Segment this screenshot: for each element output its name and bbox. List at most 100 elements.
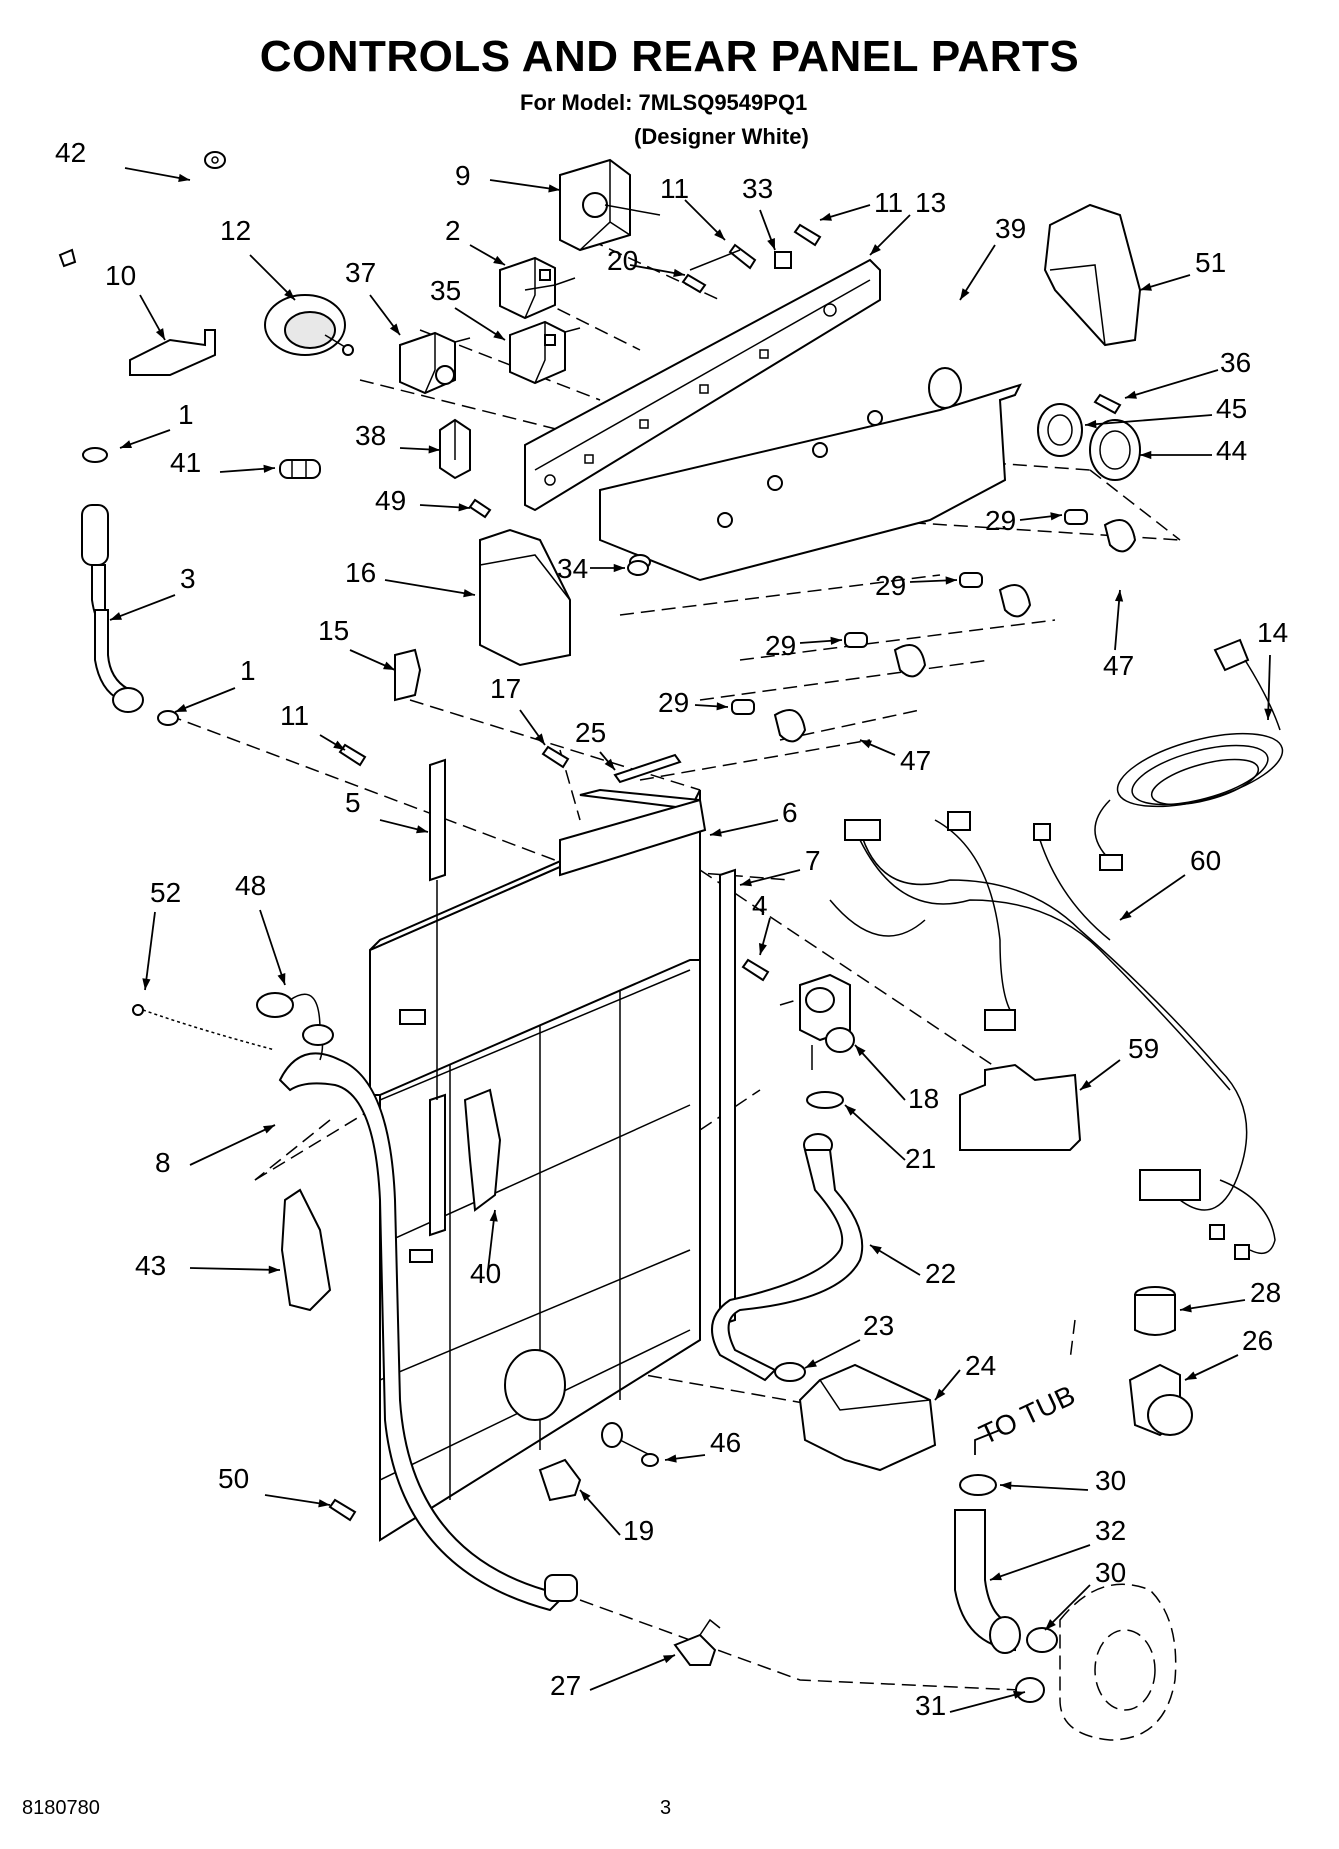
drain-hose-8 <box>278 1052 578 1612</box>
model-variant: (Designer White) <box>634 124 809 149</box>
cord-48 <box>256 992 334 1061</box>
callout-c24: 24 <box>965 1350 996 1381</box>
switch-37 <box>399 331 471 395</box>
arrowhead-c51 <box>1140 282 1152 291</box>
leader-c48 <box>259 909 286 986</box>
callout-c29a: 29 <box>985 505 1016 536</box>
leader-c31 <box>949 1691 1026 1713</box>
callout-c13: 13 <box>915 187 946 218</box>
arrowhead-c25 <box>604 758 615 770</box>
arrowhead-c31 <box>1013 1690 1025 1699</box>
leader-c18 <box>854 1044 906 1101</box>
callout-c11c: 11 <box>280 700 309 731</box>
part-43 <box>280 1188 332 1312</box>
arrowhead-c44 <box>1140 450 1152 460</box>
callout-c33: 33 <box>742 173 773 204</box>
arrowhead-c22 <box>870 1245 882 1255</box>
callout-c19: 19 <box>623 1515 654 1546</box>
leader-lines <box>109 167 1273 1713</box>
arrowhead-c9 <box>548 184 560 193</box>
callout-c29c: 29 <box>765 630 796 661</box>
leader-c32 <box>989 1544 1091 1581</box>
washer-42 <box>204 151 226 169</box>
callout-c40: 40 <box>470 1258 501 1289</box>
callout-c11a: 11 <box>660 173 689 204</box>
arrowhead-c13 <box>870 244 881 255</box>
callout-c26: 26 <box>1242 1325 1273 1356</box>
callout-c30b: 30 <box>1095 1557 1126 1588</box>
hanger-5 <box>429 758 446 1237</box>
callout-c2: 2 <box>445 215 461 246</box>
endcap-16 <box>479 528 571 667</box>
callout-c25: 25 <box>575 717 606 748</box>
callout-c4: 4 <box>752 890 768 921</box>
arrowhead-c17 <box>535 733 545 745</box>
leader-c45 <box>1084 414 1213 426</box>
connector-41 <box>279 459 321 479</box>
callout-c20: 20 <box>607 245 638 276</box>
arrowhead-c1a <box>120 440 132 449</box>
arrowhead-c41 <box>263 464 275 473</box>
clamp-31 <box>1015 1677 1045 1703</box>
to-tub-marker <box>974 1429 1001 1455</box>
callout-c31: 31 <box>915 1690 946 1721</box>
arrowhead-c29b <box>945 576 957 585</box>
arrowhead-c47b <box>860 740 872 749</box>
arrowhead-c47a <box>1114 590 1124 602</box>
document-number: 8180780 <box>22 1797 100 1819</box>
switch-35 <box>509 320 581 385</box>
page-number: 3 <box>660 1797 672 1819</box>
arrowhead-c18 <box>855 1045 866 1057</box>
clamp-30b <box>1026 1627 1058 1653</box>
arrowhead-c36 <box>1125 390 1137 399</box>
arrowhead-c3 <box>110 612 122 620</box>
leader-c27 <box>589 1654 676 1691</box>
arrowhead-c52 <box>142 978 151 990</box>
callout-c39: 39 <box>995 213 1026 244</box>
callout-c12: 12 <box>220 215 251 246</box>
bracket-40 <box>463 1088 502 1212</box>
arrowhead-c19 <box>580 1490 591 1502</box>
callout-c43: 43 <box>135 1250 166 1281</box>
callout-c46: 46 <box>710 1427 741 1458</box>
arrowhead-c27 <box>663 1655 675 1664</box>
leader-c36 <box>1124 369 1219 399</box>
leader-c21 <box>844 1104 906 1161</box>
arrowhead-c34 <box>613 563 625 573</box>
clamp-30a <box>959 1474 997 1496</box>
leader-c60 <box>1119 874 1186 921</box>
callout-c7: 7 <box>805 845 821 876</box>
arrowhead-c11a <box>714 229 725 240</box>
callout-c34: 34 <box>557 553 588 584</box>
callout-c8: 8 <box>155 1147 171 1178</box>
bracket-15 <box>394 648 422 702</box>
capacitor-28 <box>1134 1286 1176 1336</box>
arrowhead-c20 <box>673 268 685 278</box>
arrowhead-c30a <box>1000 1481 1012 1490</box>
leader-c52 <box>144 911 156 991</box>
callout-c1b: 1 <box>240 655 256 686</box>
arrowhead-c11b <box>820 212 832 221</box>
arrowhead-c12 <box>284 289 295 300</box>
plug-46 <box>601 1422 659 1467</box>
clamp-23 <box>774 1362 806 1382</box>
callout-c22: 22 <box>925 1258 956 1289</box>
arrowhead-c40 <box>489 1210 498 1222</box>
leader-c16 <box>384 579 476 596</box>
arrowhead-c24 <box>935 1388 946 1400</box>
arrowhead-c16 <box>463 589 475 598</box>
arrowhead-c1b <box>175 703 187 712</box>
callout-c29d: 29 <box>658 687 689 718</box>
callout-c16: 16 <box>345 557 376 588</box>
callout-c35: 35 <box>430 275 461 306</box>
callout-c37: 37 <box>345 257 376 288</box>
clamp-27 <box>673 1618 721 1666</box>
arrowhead-c38 <box>428 445 440 454</box>
callout-c36: 36 <box>1220 347 1251 378</box>
callout-c6: 6 <box>782 797 798 828</box>
callout-c3: 3 <box>180 563 196 594</box>
callout-c47a: 47 <box>1103 650 1134 681</box>
leader-c3 <box>109 594 176 621</box>
arrowhead-c29a <box>1050 512 1062 521</box>
